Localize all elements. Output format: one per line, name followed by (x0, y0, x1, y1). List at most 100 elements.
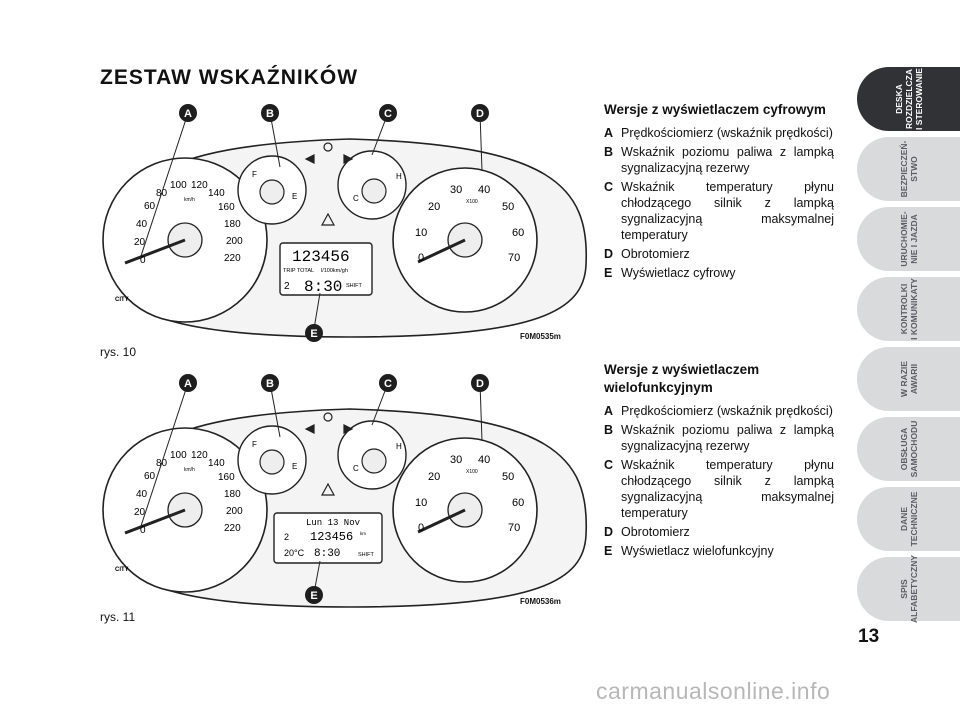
tacho-num: 10 (415, 227, 427, 239)
figure-code: F0M0535m (520, 332, 561, 341)
temp-hot-label: H (396, 172, 402, 181)
tab-label: BEZPIECZEŃ- STWO (898, 140, 919, 198)
callout-e: E (310, 328, 317, 340)
tab-bezpieczenstwo[interactable]: BEZPIECZEŃ- STWO (857, 137, 960, 201)
tacho-num: 10 (415, 497, 427, 509)
tab-kontrolki[interactable]: KONTROLKI I KOMUNIKATY (857, 277, 960, 341)
speedo-num: 160 (218, 202, 235, 213)
tacho-num: 70 (508, 252, 520, 264)
legend-text: Wskaźnik poziomu paliwa z lampką sygnali… (621, 423, 834, 453)
tacho-num: 60 (512, 497, 524, 509)
temperature-gauge: C H (337, 150, 407, 220)
tab-w-razie-awarii[interactable]: W RAZIE AWARII (857, 347, 960, 411)
tab-spis-alfabetyczny[interactable]: SPIS ALFABETYCZNY (857, 555, 960, 623)
tacho-num: 50 (502, 201, 514, 213)
tacho-num: 70 (508, 522, 520, 534)
display-odo-unit: km (360, 531, 366, 536)
display-clock: 8:30 (314, 548, 340, 560)
tab-label: KONTROLKI I KOMUNIKATY (898, 278, 919, 340)
page-number: 13 (858, 626, 880, 647)
callout-b: B (266, 108, 274, 120)
callout-c: C (384, 378, 392, 390)
tachometer: 0 10 20 30 40 50 60 70 X100 (392, 437, 538, 583)
speedo-num: 120 (191, 180, 208, 191)
display-consumption-unit: l/100km/gh (321, 268, 348, 274)
temperature-gauge: C H (337, 420, 407, 490)
tab-label: SPIS ALFABETYCZNY (898, 555, 919, 623)
warning-lights (304, 412, 354, 496)
turn-left-icon (304, 154, 315, 164)
callout-a: A (184, 108, 192, 120)
callout-b: B (266, 378, 274, 390)
display-shift-label: SHIFT (346, 283, 363, 289)
speedo-num: 200 (226, 506, 243, 517)
tab-deska-rozdzielcza[interactable]: DESKA ROZDZIELCZA I STEROWANIE (857, 67, 960, 131)
speedo-num: 220 (224, 523, 241, 534)
speedo-num: 140 (208, 188, 225, 199)
legend-letter: C (604, 458, 614, 472)
tacho-num: 20 (428, 201, 440, 213)
speedo-num: 160 (218, 472, 235, 483)
speed-unit: km/h (184, 467, 195, 473)
watermark: carmanualsonline.info (596, 678, 831, 704)
tacho-unit: X100 (466, 469, 478, 475)
legend-letter: C (604, 180, 614, 194)
page-title: ZESTAW WSKAŹNIKÓW (100, 66, 359, 89)
speedo-num: 60 (144, 201, 156, 212)
legend-letter: B (604, 423, 614, 437)
callout-e: E (310, 590, 317, 602)
display-trip-label: TRIP TOTAL (283, 268, 314, 274)
warning-triangle-icon (320, 482, 336, 496)
city-label: CITY (115, 297, 129, 303)
speedo-num: 100 (170, 180, 187, 191)
legend-item: B Wskaźnik poziomu paliwa z lampką sygnal… (604, 422, 834, 454)
tab-obsluga[interactable]: OBSŁUGA SAMOCHODU (857, 417, 960, 481)
chapter-tabs: DESKA ROZDZIELCZA I STEROWANIE BEZPIECZE… (857, 67, 960, 627)
tab-label: URUCHOMIE- NIE I JAZDA (898, 211, 919, 267)
fuel-full-label: F (252, 440, 257, 449)
tab-label: W RAZIE AWARII (898, 361, 919, 397)
display-outside-temp: 20°C (284, 548, 305, 558)
tacho-num: 60 (512, 227, 524, 239)
display-gear: 2 (284, 281, 290, 292)
turn-left-icon (304, 424, 315, 434)
tacho-num: 0 (418, 522, 424, 534)
legend-letter: A (604, 404, 614, 418)
tab-label: DESKA ROZDZIELCZA I STEROWANIE (893, 68, 924, 130)
speedo-num: 0 (140, 255, 146, 266)
legend-letter: E (604, 266, 613, 280)
fuel-empty-label: E (292, 192, 297, 201)
tacho-num: 30 (450, 184, 462, 196)
legend-item: C Wskaźnik temperatury płynu chłodzącego … (604, 179, 834, 243)
display-odometer: 123456 (292, 248, 350, 266)
tab-label: DANE TECHNICZNE (898, 491, 919, 547)
speedo-num: 20 (134, 507, 146, 518)
speedo-num: 220 (224, 253, 241, 264)
tachometer: 0 10 20 30 40 50 60 70 X100 (392, 167, 538, 313)
tab-label: OBSŁUGA SAMOCHODU (898, 420, 919, 478)
speed-unit: km/h (184, 197, 195, 203)
legend-text: Obrotomierz (621, 525, 690, 539)
legend-letter: B (604, 145, 614, 159)
tab-dane-techniczne[interactable]: DANE TECHNICZNE (857, 487, 960, 551)
display-odometer: 123456 (310, 530, 353, 544)
speedo-num: 100 (170, 450, 187, 461)
figure-caption: rys. 10 (100, 345, 137, 359)
display-gear: 2 (284, 532, 289, 542)
tacho-num: 50 (502, 471, 514, 483)
tab-uruchomienie[interactable]: URUCHOMIE- NIE I JAZDA (857, 207, 960, 271)
fuel-gauge: F E (237, 425, 307, 495)
speedo-num: 180 (224, 219, 241, 230)
tacho-num: 30 (450, 454, 462, 466)
light-sensor-icon (323, 412, 333, 422)
legend-text: Wyświetlacz wielofunkcyjny (621, 544, 774, 558)
speedo-num: 140 (208, 458, 225, 469)
speedo-num: 40 (136, 219, 148, 230)
temp-hot-label: H (396, 442, 402, 451)
legend-text: Wskaźnik temperatury płynu chłodzącego s… (621, 180, 834, 242)
section-multifunction-display: Wersje z wyświetlaczem wielofunkcyjnym A… (604, 361, 834, 562)
